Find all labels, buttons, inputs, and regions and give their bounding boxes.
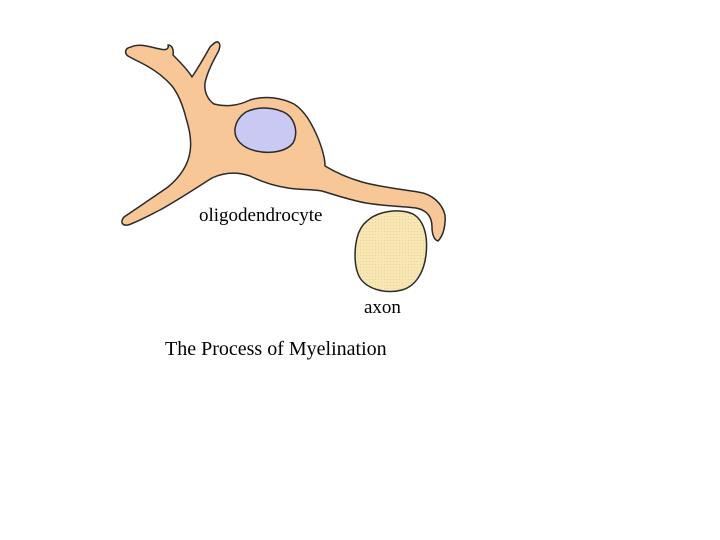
- diagram-caption: The Process of Myelination: [165, 338, 387, 360]
- nucleus: [234, 107, 297, 154]
- axon-label: axon: [364, 297, 401, 318]
- axon-cross-section: [354, 210, 428, 293]
- oligodendrocyte-label: oligodendrocyte: [199, 205, 323, 226]
